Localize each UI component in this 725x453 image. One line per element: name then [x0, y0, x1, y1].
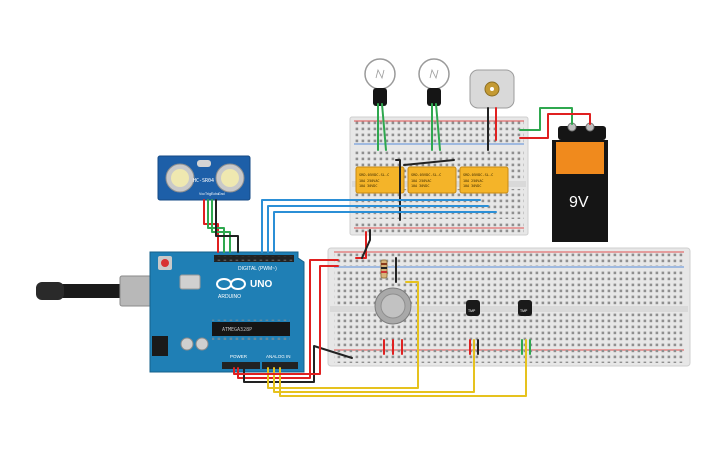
arduino-logo [216, 278, 246, 290]
resistor[interactable] [380, 259, 388, 279]
power-label: POWER [230, 354, 248, 359]
battery-label: 9V [569, 194, 589, 211]
svg-text:10A 30VDC: 10A 30VDC [411, 184, 429, 188]
gas-sensor[interactable] [374, 287, 412, 325]
pin-echo: Echo [211, 192, 219, 196]
brand-label: ARDUINO [218, 294, 241, 300]
power-header[interactable] [222, 362, 260, 369]
crystal [179, 274, 201, 290]
temp-sensor-1[interactable]: TMP [466, 300, 480, 316]
bulb-1[interactable] [364, 58, 396, 106]
pin-gnd: Gnd [218, 192, 225, 196]
usb-cable [60, 284, 132, 298]
capacitor-2 [195, 337, 209, 351]
analog-label: ANALOG IN [266, 354, 291, 359]
chip-label: ATMEGA328P [222, 327, 252, 333]
wire-us-gnd [215, 199, 239, 253]
wire-relay1-signal [261, 199, 481, 253]
svg-text:SRD-05VDC-SL-C: SRD-05VDC-SL-C [411, 173, 441, 177]
battery-9v[interactable]: 9V [552, 122, 608, 242]
capacitor-1 [180, 337, 194, 351]
pin-trig: Trig [205, 192, 211, 196]
digital-label: DIGITAL (PWM~) [238, 266, 277, 272]
arduino-uno[interactable]: DIGITAL (PWM~) UNO ARDUINO ATMEGA328P PO… [36, 251, 305, 373]
analog-header[interactable] [262, 362, 298, 369]
wire-relay3-signal [273, 211, 497, 253]
ultrasonic-model: HC-SR04 [193, 178, 214, 184]
svg-text:10A 250VAC: 10A 250VAC [463, 179, 483, 183]
svg-text:10A 30VDC: 10A 30VDC [359, 184, 377, 188]
svg-text:10A 250VAC: 10A 250VAC [411, 179, 431, 183]
usb-plug [36, 282, 64, 300]
wire-analog-tmp1 [273, 339, 475, 393]
svg-text:10A 250VAC: 10A 250VAC [359, 179, 379, 183]
wire-bulb2-b [435, 103, 441, 151]
svg-text:10A 30VDC: 10A 30VDC [463, 184, 481, 188]
dc-motor[interactable] [469, 69, 515, 109]
svg-text:SRD-05VDC-SL-C: SRD-05VDC-SL-C [359, 173, 389, 177]
relay-3[interactable]: SRD-05VDC-SL-C 10A 250VAC 10A 30VDC [459, 166, 509, 194]
wire-left-loop [233, 265, 339, 375]
atmega-chip [212, 322, 290, 336]
wire-battery-neg [519, 113, 591, 139]
wire-relay-link [403, 159, 455, 166]
ultrasonic-sensor[interactable]: HC-SR04 Vcc Trig Echo Gnd [157, 155, 251, 201]
pin-vcc: Vcc [199, 192, 205, 196]
relay-2[interactable]: SRD-05VDC-SL-C 10A 250VAC 10A 30VDC [407, 166, 457, 194]
wire-us-echo [211, 199, 231, 253]
wire-rail-black [361, 229, 371, 259]
wire-analog-gas [267, 281, 419, 389]
wire-relay2-signal [267, 205, 489, 253]
model-label: UNO [250, 279, 272, 290]
temp-sensor-2[interactable]: TMP [518, 300, 532, 316]
wire-bulb1-b [381, 103, 387, 151]
bulb-2[interactable] [418, 58, 450, 106]
wire-analog-tmp2 [279, 339, 527, 397]
wire-rail-red [355, 231, 367, 259]
wires [203, 103, 591, 397]
power-jack [152, 336, 168, 356]
svg-text:SRD-05VDC-SL-C: SRD-05VDC-SL-C [463, 173, 493, 177]
relay-1[interactable]: SRD-05VDC-SL-C 10A 250VAC 10A 30VDC [355, 166, 405, 194]
svg-text:TMP: TMP [520, 309, 528, 313]
svg-text:TMP: TMP [468, 309, 476, 313]
wire-gnd [243, 345, 353, 383]
